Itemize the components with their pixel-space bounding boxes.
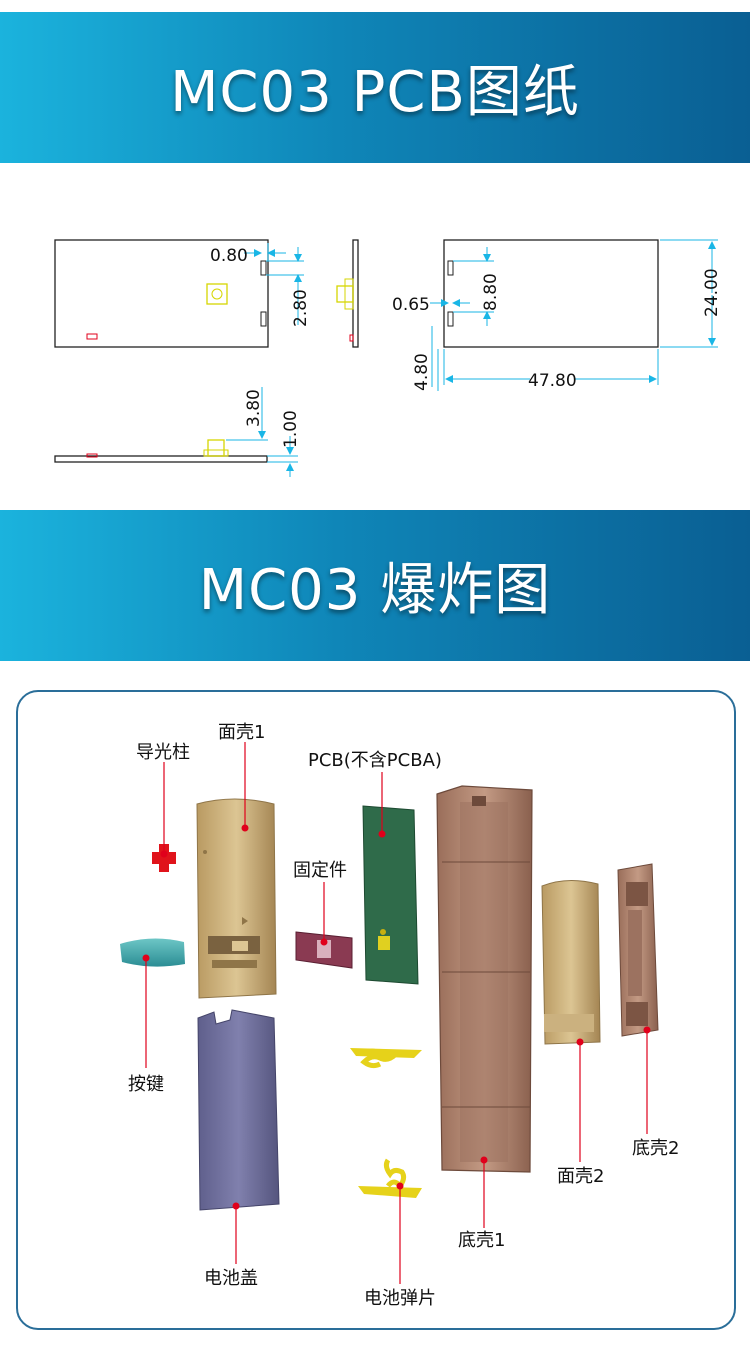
battery-spring-lower-part — [358, 1158, 422, 1198]
button-part — [120, 938, 185, 967]
label-bottom-shell-1: 底壳1 — [458, 1230, 505, 1251]
dimension-label: 0.80 — [210, 246, 248, 266]
bottom-led — [86, 453, 98, 458]
battery-spring-upper-part — [350, 1048, 422, 1069]
pcb-bottom-outline — [54, 455, 268, 463]
label-bottom-shell-2: 底壳2 — [632, 1138, 679, 1159]
pcb-drawing-section: 0.80 2.80 8.80 0.65 24.00 — [0, 165, 750, 510]
label-face-shell-1: 面壳1 — [218, 722, 265, 743]
light-guide-part — [152, 844, 176, 872]
leader-lines — [145, 742, 648, 1284]
light-sensor-pad-center — [211, 288, 223, 300]
dimension-label: 24.00 — [702, 268, 722, 317]
header-banner-pcb: MC03 PCB图纸 — [0, 12, 750, 163]
pcb-slot-upper — [260, 260, 267, 276]
pcb-side-outline — [352, 239, 359, 348]
pcb-drawing: 0.80 2.80 8.80 0.65 24.00 — [54, 239, 722, 477]
exploded-view: 导光柱 面壳1 PCB(不含PCBA) 固定件 按键 电池盖 电池弹片 底壳1 … — [120, 722, 679, 1309]
dimension-label: 1.00 — [281, 410, 301, 448]
header-banner-exploded: MC03 爆炸图 — [0, 510, 750, 661]
label-face-shell-2: 面壳2 — [557, 1166, 604, 1187]
side-sensor-lead — [344, 278, 354, 310]
label-light-guide: 导光柱 — [136, 742, 190, 763]
back-slot-lower — [447, 311, 454, 327]
light-sensor-pad — [206, 283, 228, 305]
dimension-label: 8.80 — [481, 273, 501, 311]
dimension-label: 4.80 — [412, 353, 432, 391]
bottom-sensor-base — [203, 449, 229, 457]
dimension-label: 2.80 — [291, 289, 311, 327]
battery-cover-part — [197, 1009, 280, 1211]
exploded-view-frame: 导光柱 面壳1 PCB(不含PCBA) 固定件 按键 电池盖 电池弹片 底壳1 … — [16, 690, 736, 1330]
pcb-back-outline — [443, 239, 659, 348]
face-shell-1-part — [196, 798, 277, 999]
label-battery-spring: 电池弹片 — [364, 1288, 436, 1309]
banner-title-exploded: MC03 爆炸图 — [198, 558, 552, 623]
bottom-shell-2-part — [617, 863, 659, 1037]
label-fixing-part: 固定件 — [293, 860, 347, 881]
pcb-front-outline — [54, 239, 269, 348]
label-pcb: PCB(不含PCBA) — [308, 750, 442, 771]
dimension-label: 3.80 — [244, 389, 264, 427]
face-shell-2-part — [541, 880, 601, 1045]
label-button: 按键 — [128, 1074, 164, 1095]
back-slot-upper — [447, 260, 454, 276]
dimension-label: 47.80 — [528, 371, 577, 391]
banner-title-pcb: MC03 PCB图纸 — [170, 60, 580, 125]
bottom-sensor-body — [207, 439, 225, 457]
pcb-part — [362, 805, 419, 985]
fixing-part — [295, 931, 353, 969]
red-led-pad — [86, 333, 98, 340]
label-battery-cover: 电池盖 — [204, 1268, 258, 1289]
side-led — [349, 334, 354, 342]
dimension-label: 0.65 — [392, 295, 430, 315]
leader-dots — [142, 824, 651, 1210]
bottom-shell-1-part — [436, 785, 533, 1173]
pcb-slot-lower — [260, 311, 267, 327]
